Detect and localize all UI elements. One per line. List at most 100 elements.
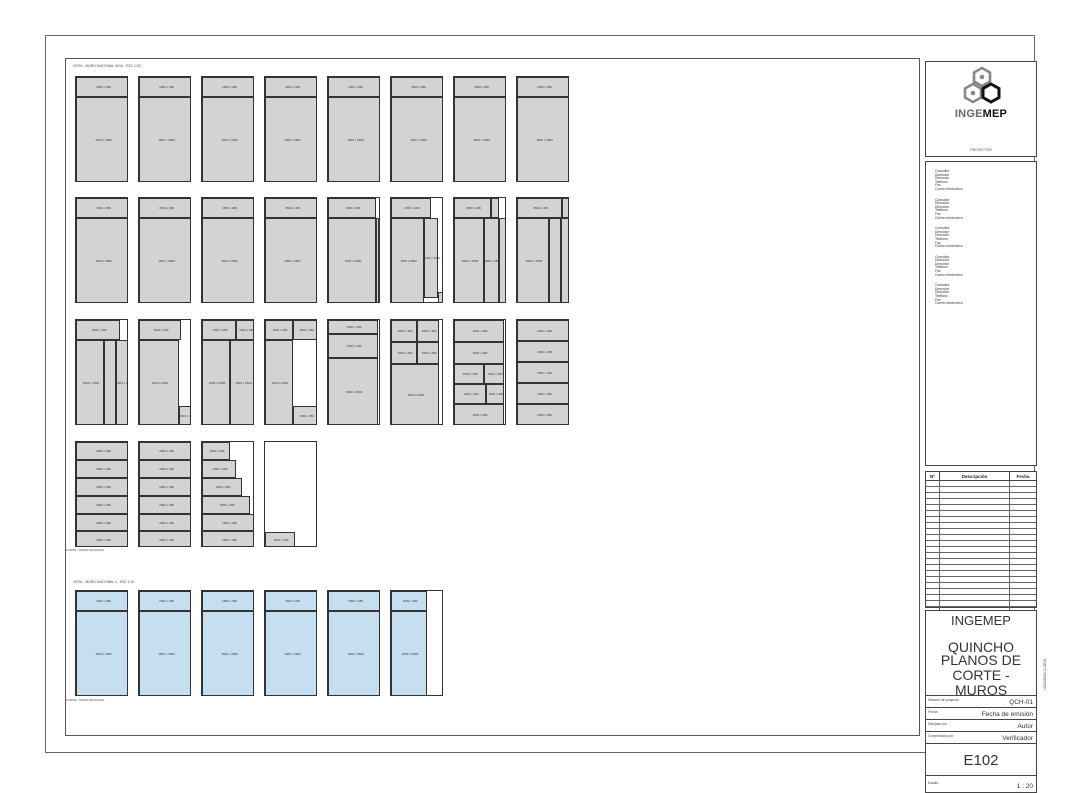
cut-piece: 1500 x 480 [76, 531, 127, 546]
cut-piece: 1500 x 480 [417, 342, 439, 364]
schedule-label-top: CORTE - MURO DIAGONAL [66, 548, 105, 552]
piece-label: 1500 x 2500 [484, 259, 501, 264]
cut-piece: 1500 x 2500 [202, 218, 253, 302]
contact-line: Fax [935, 211, 941, 216]
cut-piece: 1500 x 480 [391, 591, 427, 611]
cut-piece: 1500 x 480 [139, 460, 190, 478]
revision-row [926, 529, 1036, 535]
piece-label: 1500 x 480 [487, 372, 503, 377]
piece-label: 1500 x 2500 [401, 652, 419, 657]
piece-label: 1500 x 2500 [158, 652, 175, 657]
piece-label: 1500 x 2500 [284, 652, 301, 657]
schedule-label-bottom: CORTE - MURO DIAGONAL [66, 698, 105, 702]
contact-line: Consultor [935, 197, 950, 202]
piece-label: 1500 x 2500 [235, 381, 252, 386]
piece-label: 1500 x 2500 [158, 259, 175, 264]
cut-piece [499, 218, 505, 302]
cut-piece: 1500 x 2500 [517, 218, 549, 302]
piece-label: 1500 x 2500 [400, 259, 417, 264]
contact-line: Dirección [935, 176, 950, 181]
piece-label: 1500 x 480 [159, 485, 174, 490]
piece-label: 1500 x 480 [466, 206, 481, 211]
cut-piece: 1500 x 480 [116, 340, 127, 424]
revision-row [926, 595, 1036, 601]
cut-piece: 1500 x 480 [454, 342, 504, 364]
cut-piece: 1500 x 480 [139, 496, 190, 514]
cut-piece [491, 198, 499, 218]
cut-piece: 1500 x 2500 [328, 218, 376, 302]
cut-piece: 1500 x 480 [202, 531, 253, 546]
cut-piece: 1500 x 480 [202, 460, 236, 478]
piece-label: 1500 x 480 [421, 351, 437, 356]
piece-label: 1500 x 480 [96, 520, 111, 525]
cut-piece: 1500 x 480 [202, 496, 250, 514]
cut-piece: 1500 x 2500 [391, 364, 439, 424]
revision-row [926, 565, 1036, 571]
piece-label: 1500 x 480 [96, 206, 111, 211]
cut-piece: 1500 x 480 [76, 77, 127, 97]
piece-label: 1500 x 480 [397, 329, 413, 334]
contact-line: Teléfono [935, 179, 948, 184]
piece-label: 1500 x 2500 [208, 381, 226, 386]
piece-label: 1500 x 2500 [221, 138, 238, 143]
cut-piece: 1500 x 480 [517, 341, 568, 362]
piece-label: 1500 x 480 [537, 413, 552, 418]
piece-label: 1500 x 480 [346, 344, 362, 349]
contact-line: Teléfono [935, 236, 948, 241]
cut-piece: 1500 x 480 [454, 77, 505, 97]
revision-row [926, 553, 1036, 559]
cut-piece: 1500 x 480 [391, 77, 442, 97]
project-number: QCH-01 [1009, 699, 1033, 706]
wall-panel: 1500 x 480 1500 x 480 1500 x 480 1500 x 480… [138, 441, 191, 547]
piece-label: 1500 x 2500 [344, 259, 362, 264]
cut-piece: 1500 x 480 [202, 77, 253, 97]
cut-piece: 1500 x 2500 [454, 218, 484, 302]
contact-line: Dirección [935, 258, 950, 263]
wall-panel: 1500 x 480 [264, 441, 317, 547]
cut-piece: 1500 x 2500 [265, 97, 316, 181]
view-title-bottom: VISTA - MURO DIAGONAL 2 - ESC 1:20 [73, 580, 135, 584]
piece-label: 1500 x 480 [402, 599, 418, 604]
cut-piece: 1500 x 480 [484, 364, 504, 384]
piece-label: 1500 x 2500 [347, 652, 364, 657]
piece-label: 1500 x 480 [222, 206, 237, 211]
piece-label: 1500 x 480 [159, 449, 174, 454]
revision-description-header: Descripción [940, 472, 1010, 480]
piece-label: 1500 x 480 [537, 85, 552, 90]
cut-piece: 1500 x 480 [454, 320, 504, 342]
contact-line: Dirección [935, 201, 950, 206]
cut-piece: 1500 x 480 [517, 383, 568, 404]
cut-piece: 1500 x 2500 [139, 218, 190, 302]
contact-line: Consultor [935, 254, 950, 259]
piece-label: 1500 x 480 [285, 599, 300, 604]
wall-panel: 1500 x 480 1500 x 2500 [201, 76, 254, 182]
scale-label: Escala [928, 781, 939, 785]
piece-label: 1500 x 480 [159, 503, 174, 508]
cut-piece: 1500 x 480 [202, 442, 230, 460]
revision-row [926, 499, 1036, 505]
cut-piece: 1500 x 480 [265, 532, 295, 546]
contact-line: Teléfono [935, 208, 948, 213]
cut-piece: 1500 x 480 [328, 320, 378, 334]
sheet-number: E102 [963, 752, 999, 769]
cut-piece: 1500 x 480 [76, 514, 127, 531]
contact-line: Correo electrónico [935, 272, 963, 277]
date-label: Fecha [928, 710, 938, 714]
cut-piece: 1500 x 480 [454, 198, 491, 218]
cut-piece: 1500 x 480 [139, 442, 190, 460]
drawn-by-label: Dibujado por [928, 722, 948, 726]
piece-label: 1500 x 480 [179, 414, 191, 419]
